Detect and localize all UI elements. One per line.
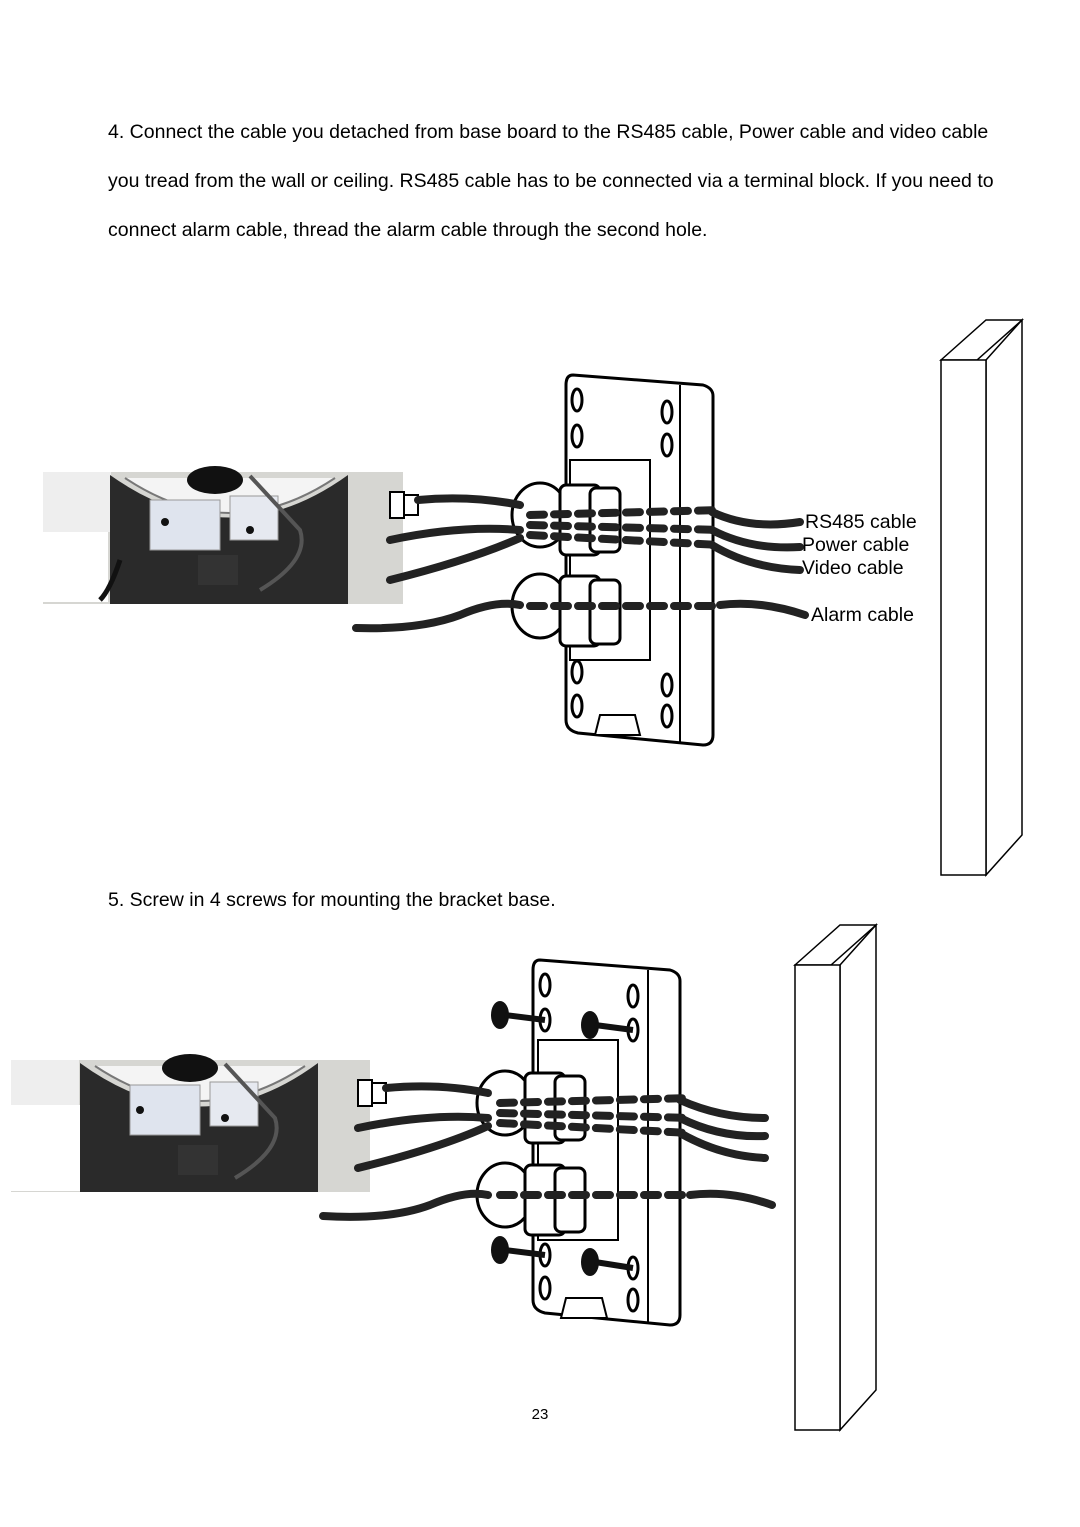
alarm-cable-label: Alarm cable xyxy=(811,604,914,626)
screw-2 xyxy=(581,1011,634,1039)
page-number: 23 xyxy=(531,1406,549,1423)
wall-block xyxy=(939,318,1024,877)
cables xyxy=(352,494,809,633)
step-5-instruction: 5. Screw in 4 screws for mounting the br… xyxy=(108,889,556,911)
screw-1 xyxy=(491,1001,546,1029)
cables-2 xyxy=(319,1082,776,1221)
step-4-instruction: 4. Connect the cable you detached from b… xyxy=(108,121,994,241)
cable-connector xyxy=(389,491,419,519)
screws xyxy=(491,1001,634,1276)
bracket-plate xyxy=(564,373,715,747)
video-cable-label: Video cable xyxy=(802,557,904,579)
power-cable-label: Power cable xyxy=(802,534,910,556)
cable-gland-upper-2 xyxy=(475,1069,587,1145)
wall-block-2 xyxy=(793,923,878,1432)
screw-3 xyxy=(491,1236,546,1264)
rs485-cable-label: RS485 cable xyxy=(805,511,917,533)
camera-base-photo xyxy=(43,466,403,604)
screw-4 xyxy=(581,1248,634,1276)
cable-connector-2 xyxy=(357,1079,387,1107)
camera-base-photo-2 xyxy=(11,1054,370,1192)
